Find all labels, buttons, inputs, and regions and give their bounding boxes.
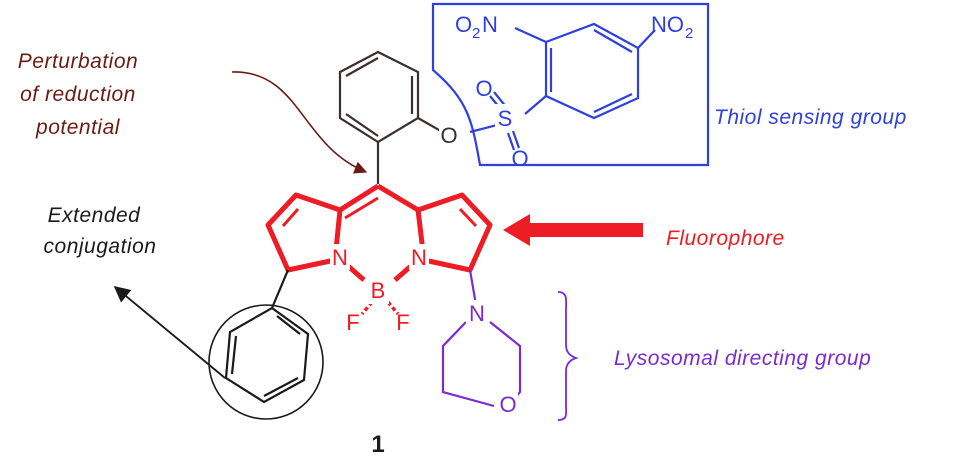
label-lysosomal-directing-group: Lysosomal directing group [614,347,871,370]
atom-morpholine-n: N [469,301,485,326]
lysosomal-brace [557,291,579,421]
nitro-group-right: NO 2 [651,12,693,42]
nitro-group-left: O 2 N [455,12,498,42]
label-extended-line-1: Extended [48,204,142,227]
atom-boron: B [371,278,386,303]
nitro-left-subscript: 2 [472,25,480,42]
perturbation-arrow [231,71,368,174]
morpholine-group [441,269,522,408]
atom-sulfonyl-oxygen-2: O [511,146,528,171]
bodipy-fluorophore-core [265,183,493,316]
conjugation-arrow [113,285,226,379]
nitro-right-subscript: 2 [685,25,693,42]
atom-morpholine-o: O [499,392,516,417]
fluorophore-arrow [503,214,643,246]
atom-sulfur: S [498,106,513,131]
phenyl-ring-bottom [208,269,324,420]
label-thiol-sensing-group: Thiol sensing group [714,106,907,129]
conjugation-highlight-circle [208,304,324,420]
nitro-right-no: NO [651,12,684,37]
label-perturbation-line-1: Perturbation [18,50,138,73]
nitro-left-n: N [482,12,498,37]
phenyl-ring-top [338,50,447,184]
atom-n-left: N [332,245,348,270]
label-perturbation-line-3: potential [35,116,121,139]
atom-fluorine-1: F [346,310,359,335]
nitro-left-o: O [455,12,472,37]
atom-n-right: N [411,245,427,270]
label-extended-line-2: conjugation [44,235,157,258]
atom-ether-oxygen: O [440,123,457,148]
compound-number: 1 [371,431,384,457]
atom-sulfonyl-oxygen-1: O [475,76,492,101]
label-fluorophore: Fluorophore [666,227,785,250]
thiol-sensing-group [431,2,710,167]
label-perturbation-line-2: of reduction [20,83,136,106]
atom-fluorine-2: F [396,310,409,335]
dinitrophenyl-ring [544,22,640,120]
thiol-box [431,2,710,167]
